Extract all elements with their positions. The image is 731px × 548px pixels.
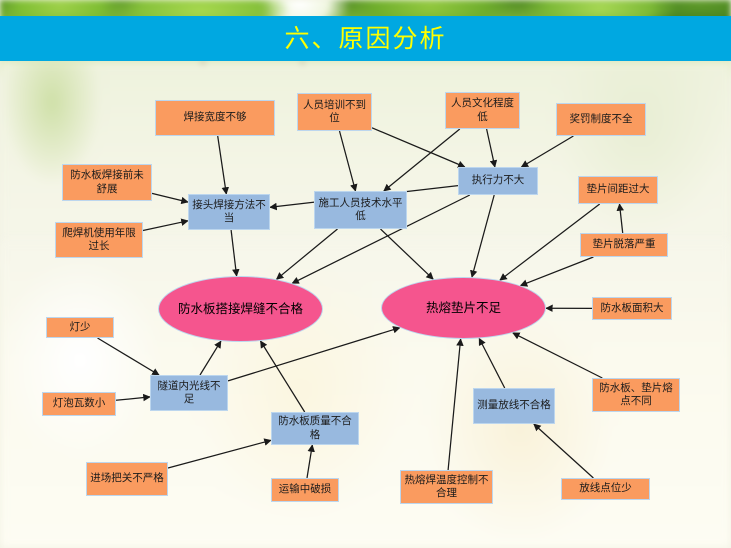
connector-arrow — [227, 326, 401, 382]
connector-arrow — [115, 393, 151, 402]
connector-arrow — [199, 340, 222, 376]
node-label: 人员文化程度低 — [451, 97, 514, 123]
cause-node-c09[interactable]: 垫片间距过大 — [578, 176, 658, 204]
cause-node-c12[interactable]: 防水板面积大 — [592, 297, 672, 320]
node-label: 防水板、垫片熔点不同 — [599, 381, 673, 407]
node-label: 进场把关不严格 — [90, 472, 164, 485]
connector-arrow — [447, 338, 464, 471]
connector-arrow — [259, 340, 306, 413]
cause-node-c14[interactable]: 灯泡瓦数小 — [42, 392, 116, 416]
node-label: 接头焊接方法不当 — [192, 198, 266, 224]
node-label: 放线点位少 — [579, 482, 632, 495]
node-label: 奖罚制度不全 — [569, 112, 633, 125]
cause-node-c03[interactable]: 人员文化程度低 — [445, 92, 520, 129]
node-label: 运输中破损 — [278, 483, 332, 496]
node-label: 防水板面积大 — [600, 301, 664, 314]
cause-node-c01[interactable]: 焊接宽度不够 — [155, 100, 275, 136]
node-label: 灯泡瓦数小 — [52, 397, 106, 410]
connector-arrow — [167, 438, 272, 469]
node-label: 测量放线不合格 — [477, 399, 551, 412]
node-label: 热熔焊温度控制不合理 — [404, 473, 489, 499]
connector-arrow — [151, 192, 189, 205]
cause-node-c15[interactable]: 隧道内光线不足 — [150, 375, 228, 411]
node-label: 施工人员技术水平低 — [318, 196, 403, 222]
connector-arrow — [383, 128, 461, 192]
connector-arrow — [291, 194, 471, 284]
connector-arrow — [519, 256, 594, 287]
connector-arrow — [230, 229, 240, 277]
effect-node-e2[interactable]: 热熔垫片不足 — [381, 277, 546, 339]
cause-node-c08[interactable]: 执行力不大 — [458, 167, 538, 195]
cause-node-c16[interactable]: 防水板质量不合格 — [271, 412, 359, 445]
connector-arrow — [520, 135, 574, 168]
connector-arrow — [470, 194, 495, 278]
cause-node-c20[interactable]: 运输中破损 — [271, 478, 339, 502]
cause-node-c11[interactable]: 垫片脱落严重 — [580, 233, 668, 257]
node-label: 防水板焊接前未舒展 — [70, 169, 144, 195]
cause-node-c05[interactable]: 防水板焊接前未舒展 — [62, 164, 152, 201]
cause-node-c07[interactable]: 施工人员技术水平低 — [314, 191, 407, 229]
cause-node-c10[interactable]: 爬焊机使用年限过长 — [55, 222, 143, 258]
node-label: 爬焊机使用年限过长 — [62, 226, 136, 252]
cause-node-c13[interactable]: 灯少 — [46, 317, 114, 338]
node-label: 隧道内光线不足 — [157, 379, 221, 405]
node-label: 防水板质量不合格 — [278, 415, 352, 441]
connector-arrow — [485, 128, 498, 168]
cause-node-c19[interactable]: 进场把关不严格 — [86, 462, 168, 496]
connector-arrow — [217, 135, 230, 195]
page-title: 六、原因分析 — [284, 24, 447, 53]
slide-title-bar: 六、原因分析 — [0, 16, 731, 61]
connector-arrow — [371, 127, 466, 168]
cause-node-c22[interactable]: 放线点位少 — [561, 478, 650, 500]
cause-node-c06[interactable]: 接头焊接方法不当 — [188, 194, 270, 230]
node-label: 垫片间距过大 — [586, 183, 650, 196]
connector-arrow — [97, 337, 160, 376]
connector-arrow — [380, 228, 434, 280]
node-label: 焊接宽度不够 — [183, 111, 247, 124]
node-label: 人员培训不到位 — [303, 98, 366, 124]
node-label: 执行力不大 — [471, 174, 525, 187]
node-label: 灯少 — [69, 320, 91, 333]
cause-node-c04[interactable]: 奖罚制度不全 — [556, 103, 646, 136]
cause-node-c18[interactable]: 防水板、垫片熔点不同 — [592, 378, 680, 412]
connector-arrow — [142, 218, 189, 232]
connector-arrow — [512, 332, 603, 379]
connector-arrow — [306, 444, 315, 479]
cause-node-c17[interactable]: 测量放线不合格 — [473, 388, 555, 424]
cause-node-c21[interactable]: 热熔焊温度控制不合理 — [400, 470, 493, 504]
connector-arrow — [616, 203, 624, 234]
node-label: 防水板搭接焊缝不合格 — [177, 301, 303, 317]
connector-arrow — [275, 228, 338, 280]
effect-node-e1[interactable]: 防水板搭接焊缝不合格 — [158, 276, 323, 342]
cause-node-c02[interactable]: 人员培训不到位 — [297, 93, 372, 131]
connector-arrow — [478, 337, 506, 389]
node-label: 热熔垫片不足 — [425, 300, 501, 316]
connector-arrow — [338, 130, 358, 192]
connector-arrow — [499, 203, 601, 281]
node-label: 垫片脱落严重 — [592, 238, 656, 251]
connector-arrow — [533, 423, 594, 479]
